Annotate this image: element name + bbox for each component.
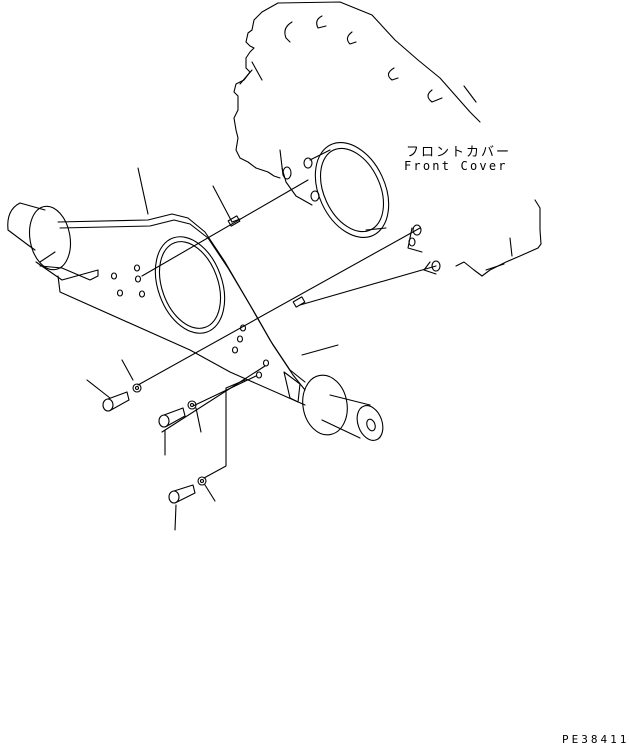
front-cover-label-jp: フロントカバー: [406, 145, 512, 160]
fasteners: [102, 383, 207, 504]
leader-lines: [86, 167, 437, 531]
bracket: [7, 202, 384, 441]
front-cover-label-en: Front Cover: [404, 159, 508, 173]
figure-id: PE38411: [562, 733, 629, 746]
front-cover: [233, 1, 542, 277]
